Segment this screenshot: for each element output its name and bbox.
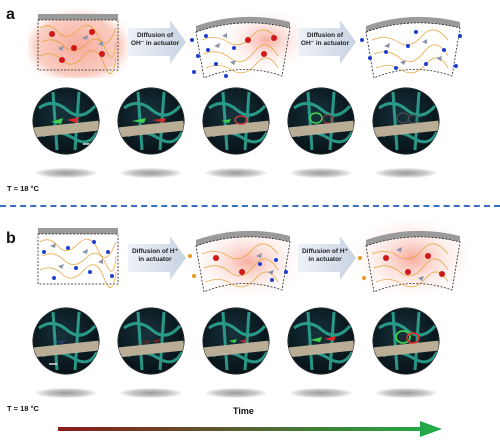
- panel-a-photo-1: [33, 88, 99, 154]
- panel-a-arrow-1-label: Diffusion of OH⁻ in actuator: [130, 32, 180, 47]
- panel-b-arrow-1-label: Diffusion of H⁺ in actuator: [131, 248, 179, 263]
- panel-b-photo-3: [203, 308, 269, 374]
- panel-b-photo-4: [288, 308, 354, 374]
- panel-b-diffusion-arrow-2: [298, 236, 356, 280]
- panel-a-photo-2-shadow: [120, 168, 182, 178]
- panel-b-label: b: [6, 230, 16, 247]
- panel-b-photo-3-shadow: [205, 388, 267, 398]
- panel-b-arrow-2-label: Diffusion of H⁺ in actuator: [301, 248, 349, 263]
- panel-a-photo-3: [203, 88, 269, 154]
- panel-a-photo-2: [118, 88, 184, 154]
- panel-b-temperature: T = 18 °C: [7, 404, 39, 413]
- panel-a-photo-1-shadow: [35, 168, 97, 178]
- panel-b-photo-1: [33, 308, 99, 374]
- panel-b-photo-4-shadow: [290, 388, 352, 398]
- panel-b-actuator-state-2: [186, 220, 298, 296]
- panel-b-actuator-state-3: [356, 220, 468, 296]
- panel-a-actuator-state-3: [360, 16, 462, 79]
- panel-a-photo-5-shadow: [375, 168, 437, 178]
- panel-a-photo-4: [288, 88, 354, 154]
- panel-a-arrow-2-label: Diffusion of OH⁻ in actuator: [300, 32, 350, 47]
- panel-a-photo-3-shadow: [205, 168, 267, 178]
- panel-a-photo-4-shadow: [290, 168, 352, 178]
- time-axis-arrow: [58, 421, 442, 437]
- panel-a-label: a: [6, 6, 15, 23]
- panel-a-temperature: T = 18 °C: [7, 184, 39, 193]
- panel-divider: [0, 205, 500, 207]
- panel-a-diffusion-arrow-2: [298, 20, 356, 64]
- panel-b-photo-1-shadow: [35, 388, 97, 398]
- panel-b-photo-2-shadow: [120, 388, 182, 398]
- panel-b-photo-5-shadow: [375, 388, 437, 398]
- panel-a-actuator-state-2: [186, 6, 298, 82]
- panel-b-photo-2: [118, 308, 184, 374]
- panel-a-actuator-state-1: [28, 8, 128, 78]
- panel-b-photo-5: [373, 308, 439, 374]
- panel-b-diffusion-arrow-1: [128, 236, 186, 280]
- panel-a-photo-5: [373, 88, 439, 154]
- panel-b-actuator-state-1: [37, 228, 119, 288]
- panel-a-diffusion-arrow-1: [128, 20, 186, 64]
- time-axis-label: Time: [233, 406, 254, 416]
